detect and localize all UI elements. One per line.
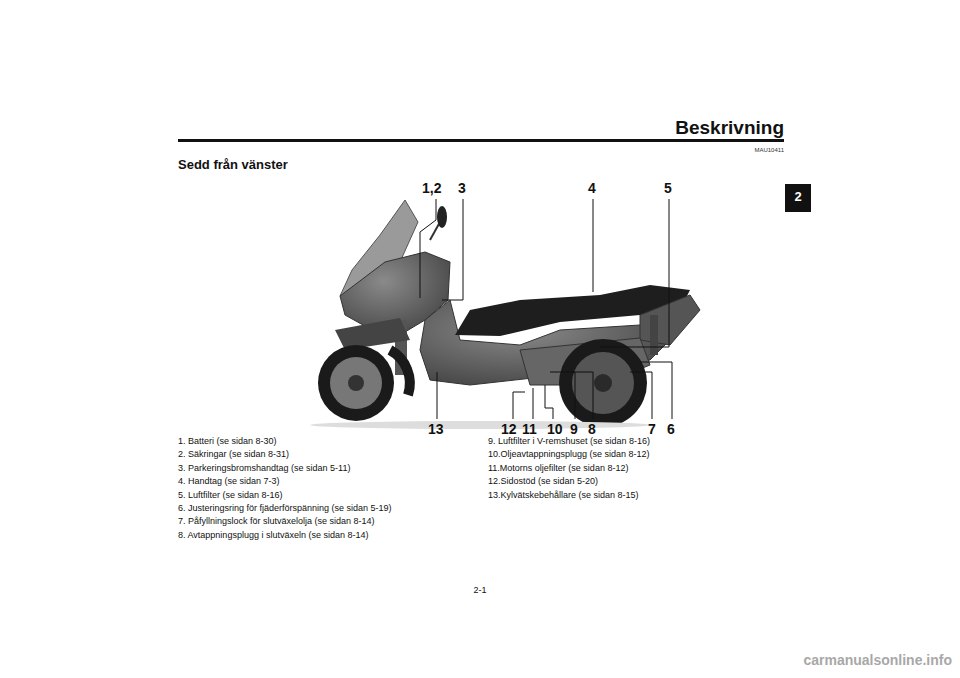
legend-item: 2. Säkringar (se sidan 8-31) [178,449,289,460]
watermark: carmanualsonline.info [803,652,952,669]
legend-item: 11.Motorns oljefilter (se sidan 8-12) [488,463,628,474]
section-heading: Sedd från vänster [178,157,288,173]
callout-number: 1,2 [422,180,441,197]
callout-number: 11 [522,421,537,438]
legend-item: 6. Justeringsring för fjäderförspänning … [178,503,392,514]
leader-lines [420,199,672,419]
legend-item: 4. Handtag (se sidan 7-3) [178,476,280,487]
legend-item: 1. Batteri (se sidan 8-30) [178,436,277,447]
legend-item: 9. Luftfilter i V-remshuset (se sidan 8-… [488,436,650,447]
page-header: Beskrivning [675,117,784,140]
callout-number: 8 [588,421,596,438]
callout-number: 3 [458,180,466,197]
legend-item: 13.Kylvätskebehållare (se sidan 8-15) [488,490,639,501]
callout-number: 7 [648,421,656,438]
callout-number: 6 [667,421,675,438]
legend-item: 8. Avtappningsplugg i slutväxeln (se sid… [178,530,368,541]
legend-item: 3. Parkeringsbromshandtag (se sidan 5-11… [178,463,350,474]
callout-number: 4 [588,180,596,197]
page-number: 2-1 [462,585,498,596]
legend-item: 5. Luftfilter (se sidan 8-16) [178,490,283,501]
chapter-number: 2 [785,189,811,205]
callout-number: 5 [664,180,672,197]
scooter [310,200,700,429]
legend-item: 10.Oljeavtappningsplugg (se sidan 8-12) [488,449,650,460]
callout-number: 13 [428,421,444,438]
callout-number: 12 [501,421,517,438]
callout-number: 10 [547,421,563,438]
code-label: MAU10411 [754,147,784,154]
chapter-tab [785,184,811,212]
callout-number: 9 [570,421,578,438]
legend-item: 7. Påfyllningslock för slutväxelolja (se… [178,516,375,527]
legend-item: 12.Sidostöd (se sidan 5-20) [488,476,598,487]
header-rule [178,139,784,142]
